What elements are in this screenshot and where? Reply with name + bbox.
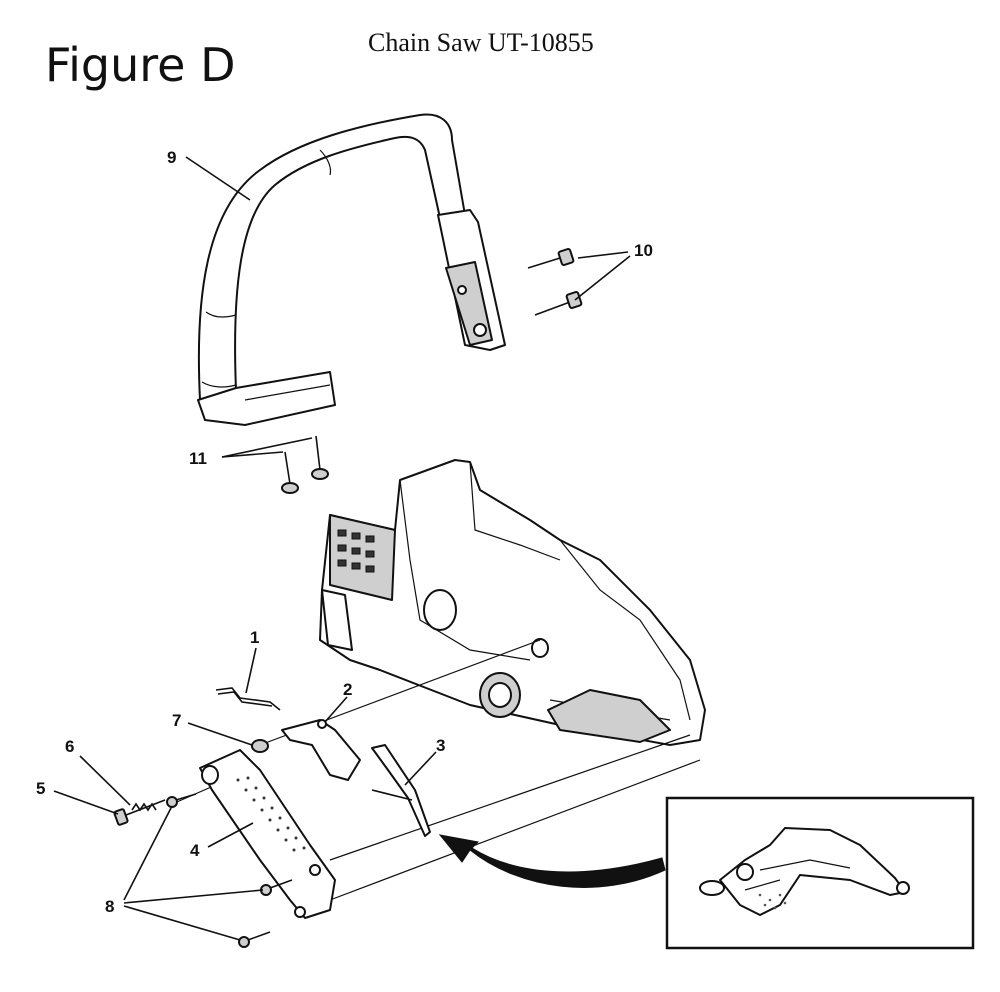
lever-part-2 xyxy=(281,719,361,781)
figure-label: Figure D xyxy=(45,38,236,92)
callout-8: 8 xyxy=(105,897,114,916)
spring-part-6 xyxy=(131,802,157,812)
callout-3: 3 xyxy=(436,736,445,755)
callout-11: 11 xyxy=(189,449,207,468)
callout-6: 6 xyxy=(65,737,74,756)
callout-10: 10 xyxy=(634,241,653,260)
callout-5: 5 xyxy=(36,779,45,798)
callout-9: 9 xyxy=(167,148,176,167)
callout-2: 2 xyxy=(343,680,352,699)
pivot-bolt-part-5 xyxy=(113,799,166,826)
washer-part-7 xyxy=(251,739,269,753)
callout-7: 7 xyxy=(172,711,181,730)
detail-arrow xyxy=(438,834,666,888)
bolts-part-10 xyxy=(527,248,583,316)
detail-inset xyxy=(665,796,975,950)
callout-4: 4 xyxy=(190,841,200,860)
screws-part-8 xyxy=(166,793,293,948)
callout-leaders xyxy=(53,156,631,941)
wire-part-1 xyxy=(215,687,281,711)
engine-housing xyxy=(319,459,706,746)
front-handle-part-9 xyxy=(197,113,506,426)
spring-part-3 xyxy=(371,744,431,837)
callout-1: 1 xyxy=(250,628,259,647)
hand-guard-part-4 xyxy=(199,749,336,919)
document-title: Chain Saw UT-10855 xyxy=(368,28,594,57)
screws-part-11 xyxy=(281,435,329,494)
